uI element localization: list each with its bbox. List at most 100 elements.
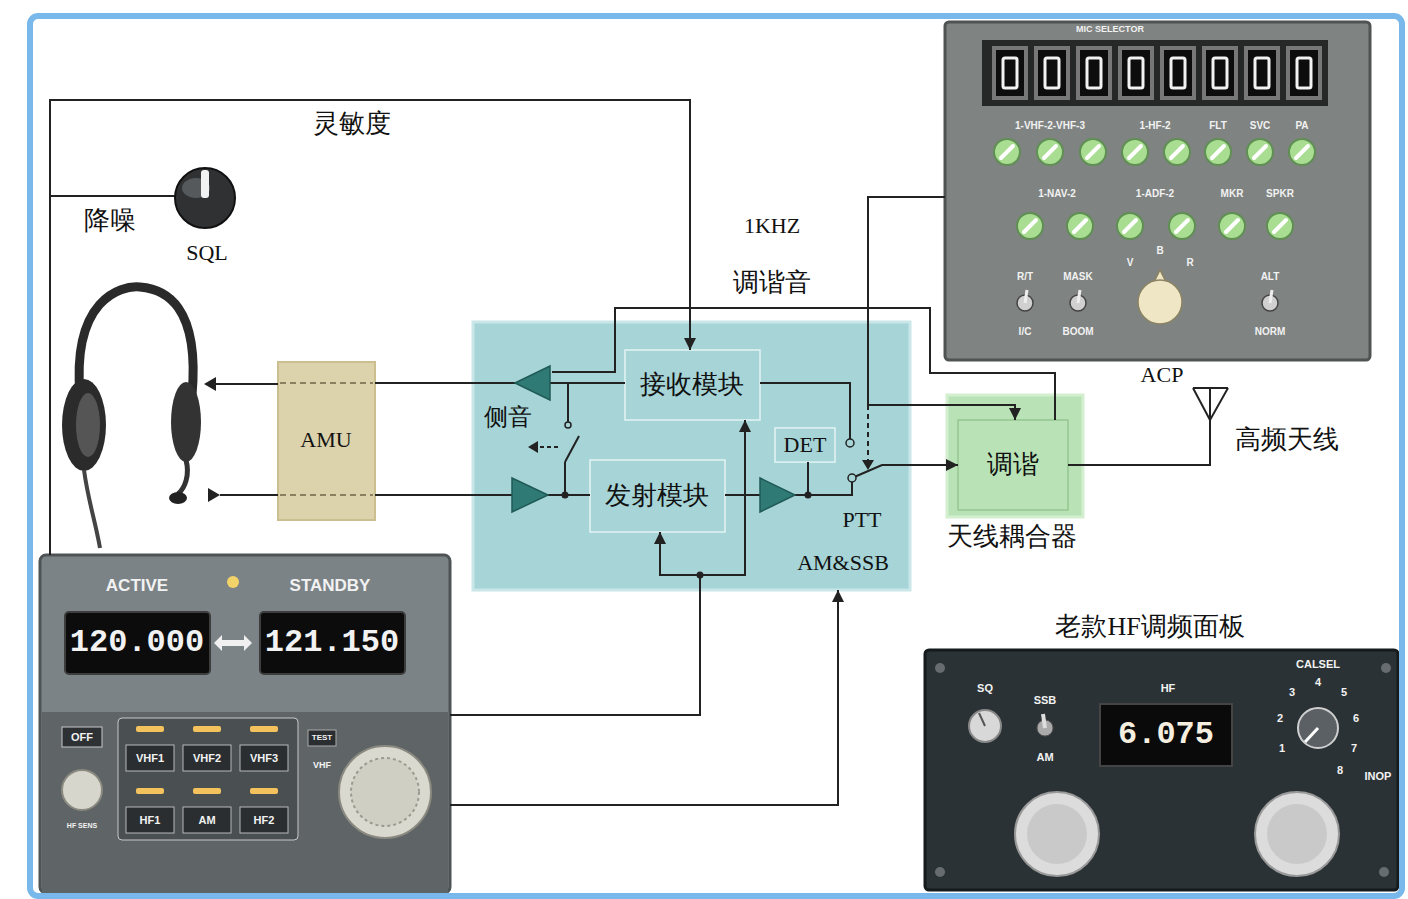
edge-label: 灵敏度 [313,110,391,139]
selector-lamp [1118,46,1154,100]
headset-band [79,287,193,395]
sidetone-wire [564,462,566,495]
panel-label: VHF2 [193,752,221,764]
button-lamp [193,726,221,732]
ptt-control [867,405,869,460]
transceiver-unit: 侧音PTTAM&SSB接收模块DET发射模块 [473,322,910,590]
signal-label: 调谐音 [733,269,811,298]
receiver-module: 接收模块 [625,350,760,420]
panel-label: 7 [1351,742,1357,754]
volume-knob [994,139,1020,165]
amplifier-symbol [515,366,550,400]
unit-label: 侧音 [484,404,532,430]
selector-lamp [1244,46,1280,100]
signal-connector [50,100,690,555]
switch-contact [848,474,856,482]
frequency-knob [1255,792,1339,876]
button-lamp [250,788,278,794]
selector-lamp [1160,46,1196,100]
tuning-box: 调谐 [958,420,1068,510]
frequency-display [260,612,405,674]
panel-label: VHF1 [136,752,164,764]
swap-arrow [214,635,252,651]
antenna-symbol [1193,388,1210,420]
hf-control-panel-shape [925,650,1398,890]
hf-control-panel: 老款HF调频面板SQSSBAMHF6.075CALSEL12345678INOP [925,650,1398,890]
signal-label: 高频天线 [1235,426,1339,455]
knob-pointer [979,713,985,726]
signal-connector [450,590,838,805]
panel-label: NORM [1255,326,1286,337]
radio-button [240,807,288,833]
antenna-symbol [1209,388,1211,420]
ear-cup-pad [76,393,100,457]
volume-knob [1117,213,1143,239]
volume-knob [1164,139,1190,165]
radio-button [126,807,174,833]
amplifier-symbol [512,478,548,512]
volume-knob [1219,213,1245,239]
panel-label: 1-VHF-2-VHF-3 [1015,120,1085,131]
detector-box-shape [775,428,835,462]
unit-label: AM&SSB [797,551,889,575]
panel-label: 6.075 [1118,717,1214,752]
squelch-knob [175,168,235,228]
panel-label: ACTIVE [106,577,168,596]
signal-connector [615,308,1055,420]
receive-wire [760,383,850,439]
knob-pointer [201,170,209,198]
button-group [118,718,298,840]
signal-label: 1KHZ [744,214,800,238]
panel-label: 6 [1353,712,1359,724]
amu-pass-through [280,382,373,384]
frequency-knob-inner [1267,804,1327,864]
arrow-head [204,377,216,391]
amplifier-symbol [760,478,795,512]
panel-lower-section [42,712,448,893]
panel-label: 120.000 [70,625,204,660]
button-lamp [136,726,164,732]
junction-dot [805,492,812,499]
panel-label: SSB [1034,694,1057,706]
unit-label: PTT [842,508,881,532]
signal-connector [375,382,625,384]
panel-label: V [1127,257,1134,268]
panel-label: SPKR [1266,188,1294,199]
sidetone-wire [567,383,569,422]
toggle-lever [1043,714,1045,728]
headset-cord [84,470,100,548]
panel-label: 8 [1337,764,1343,776]
panel-label: VHF [313,761,331,771]
audio-control-panel-shape [945,22,1370,360]
toggle-lever [1270,290,1272,303]
panel-label: OFF [71,731,93,743]
panel-screw [1379,867,1389,877]
volume-knob [1247,139,1273,165]
panel-label: PA [1295,120,1308,131]
antenna-coupler: 天线耦合器调谐 [947,395,1083,517]
sidetone-switch [565,436,579,462]
dial-pointer [1305,728,1318,742]
audio-management-unit-shape [278,362,375,520]
receiver-module-shape [625,350,760,420]
squelch-knob [969,710,1001,742]
panel-label: 老款HF调频面板 [1055,613,1244,642]
ear-cup [171,382,201,462]
audio-wire [216,383,278,385]
panel-label: I/C [1019,326,1032,337]
panel-screw [1381,663,1391,673]
junction-dot [697,572,704,579]
microphone [169,492,187,504]
panel-label: 1-HF-2 [1139,120,1170,131]
volume-knob [1122,139,1148,165]
transmitter-module: 发射模块 [590,460,725,532]
calsel-dial [1298,708,1338,748]
selector-lamp [1076,46,1112,100]
box-label: 调谐 [987,451,1039,480]
radio-tuning-panel: ACTIVESTANDBY120.000121.150OFFVHF1VHF2VH… [40,555,450,893]
panel-label: MKR [1221,188,1244,199]
panel-label: HF SENS [67,822,97,830]
